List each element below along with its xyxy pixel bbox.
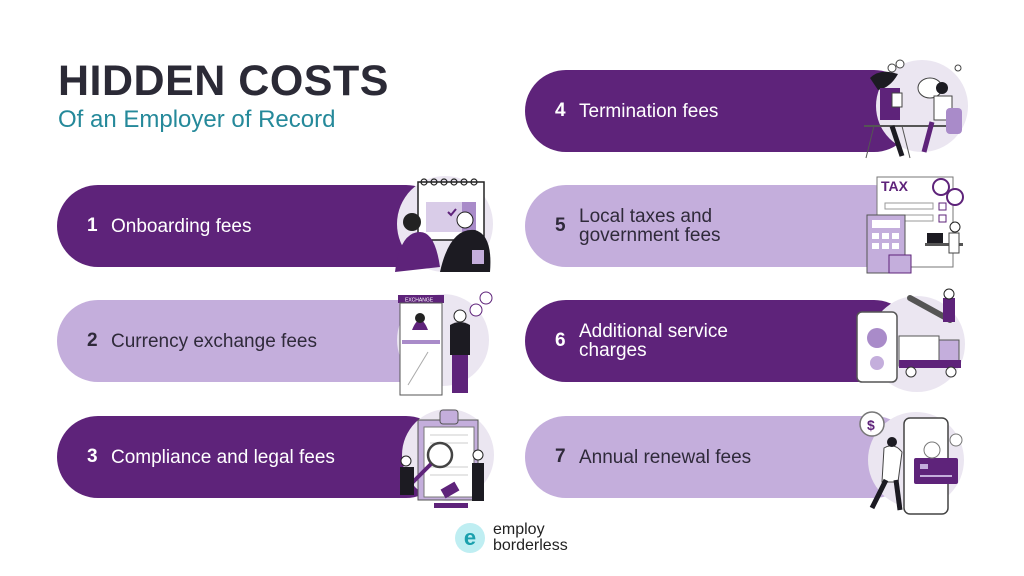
item-number: 5 [555,215,566,236]
item-number: 2 [87,330,98,351]
page-title: HIDDEN COSTS [58,57,389,105]
item-number: 3 [87,446,98,467]
item-label: Annual renewal fees [579,446,752,468]
tax-calculator-icon: TAX [863,175,964,275]
svg-text:EXCHANGE: EXCHANGE [405,298,434,304]
logo-mark-icon: e [455,523,485,553]
meeting-table-icon [862,58,968,159]
handshake-calendar-icon [390,172,493,272]
employ-borderless-logo: e employ borderless [455,522,568,554]
logo-text-line2: borderless [493,537,568,554]
item-number: 4 [555,100,566,121]
page-subtitle: Of an Employer of Record [58,106,336,133]
cost-item-3: 3 Compliance and legal fees [57,416,447,498]
item-number: 6 [555,330,566,351]
item-label: Compliance and legal fees [111,446,335,468]
cost-item-1: 1 Onboarding fees [57,185,447,267]
item-label: Termination fees [579,100,719,122]
item-label: Onboarding fees [111,215,252,237]
item-label: Currency exchange fees [111,330,317,352]
svg-text:TAX: TAX [881,178,909,194]
item-number: 7 [555,446,566,467]
item-label: Local taxes and government fees [579,206,721,246]
item-label: Additional service charges [579,321,728,361]
cost-item-2: 2 Currency exchange fees [57,300,447,382]
payment-card-phone-icon: $ [856,408,964,515]
cost-item-4: 4 Termination fees [525,70,915,152]
cost-item-6: 6 Additional service charges [525,300,915,382]
item-number: 1 [87,215,98,236]
cost-item-7: 7 Annual renewal fees [525,416,915,498]
exchange-booth-icon: EXCHANGE [388,290,493,396]
logo-text-line1: employ [493,521,545,538]
svg-text:$: $ [867,417,875,433]
legal-clipboard-gavel-icon [390,405,494,508]
cost-item-5: 5 Local taxes and government fees [525,185,915,267]
service-truck-wrench-icon [855,288,965,392]
